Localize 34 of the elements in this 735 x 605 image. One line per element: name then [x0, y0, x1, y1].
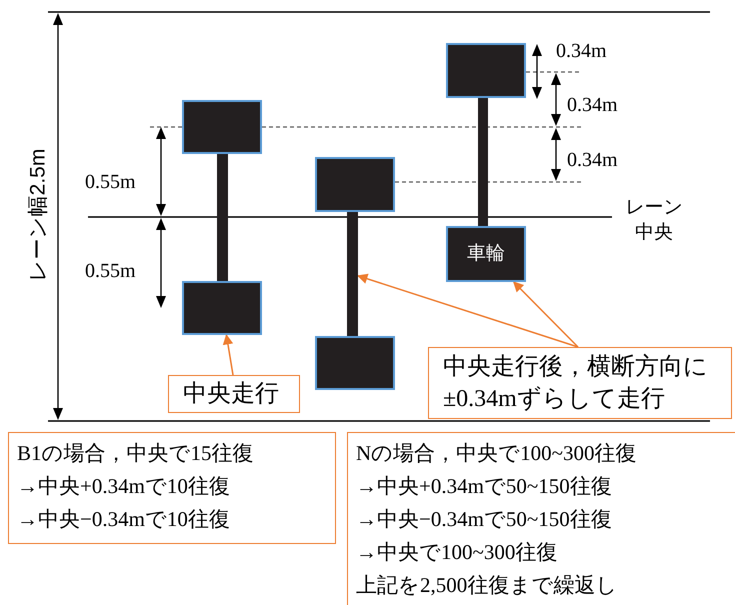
axle	[478, 98, 488, 226]
dimension-label: 0.34m	[567, 148, 618, 173]
note-text: Nの場合，中央で100~300往復	[356, 440, 638, 467]
dimension-label: 0.55m	[85, 259, 136, 284]
wheel	[182, 100, 262, 154]
arrow	[512, 281, 579, 348]
note-text: →中央−0.34mで50~150往復	[356, 506, 613, 533]
dimension-label: 0.34m	[567, 93, 618, 118]
axle	[347, 212, 358, 336]
lane-center-label: レーン中央	[624, 196, 684, 245]
note-text: →中央−0.34mで10往復	[17, 506, 231, 533]
wheel	[315, 157, 395, 212]
dimension-label: 0.55m	[85, 170, 136, 195]
axle	[217, 154, 228, 281]
dimension-label: 0.34m	[556, 39, 607, 64]
note-box	[8, 432, 336, 544]
callout-text: 中央走行後，横断方向に±0.34mずらして走行	[443, 352, 709, 414]
dimension-label: レーン幅2.5m	[25, 148, 50, 282]
callout-box	[428, 347, 732, 419]
arrow	[357, 274, 578, 348]
callout-box	[168, 375, 300, 413]
wheel	[315, 336, 395, 390]
note-text: 上記を2,500往復まで繰返し	[356, 572, 618, 599]
arrow	[222, 334, 234, 376]
note-text: →中央+0.34mで10往復	[17, 473, 231, 500]
callout-text: 中央走行	[183, 380, 280, 409]
wheel	[182, 281, 262, 335]
note-text: →中央で100~300往復	[356, 539, 558, 566]
wheel-label: 車輪	[467, 242, 505, 266]
wheel	[446, 226, 526, 282]
note-box	[347, 432, 735, 605]
note-text: →中央+0.34mで50~150往復	[356, 473, 613, 500]
note-text: B1の場合，中央で15往復	[17, 440, 255, 467]
wheel	[446, 43, 526, 98]
